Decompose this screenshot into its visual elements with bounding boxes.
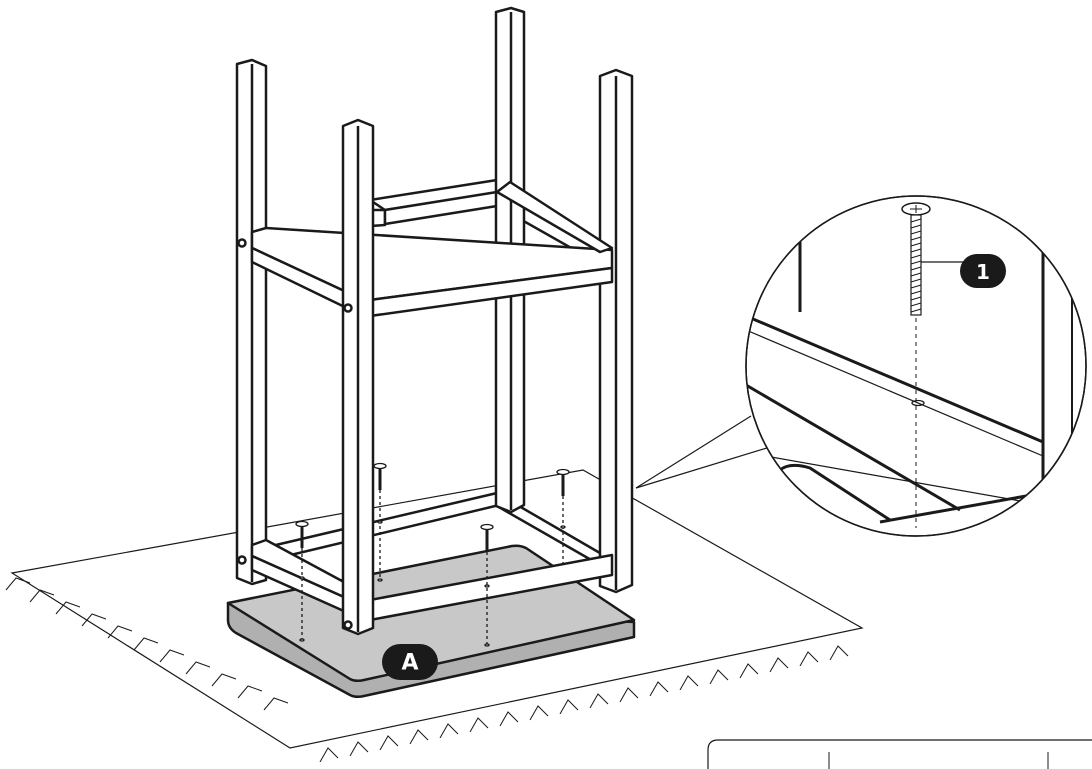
screw-icon bbox=[480, 523, 494, 647]
part-callout-label: A bbox=[401, 651, 418, 676]
floor-hatch-bottom bbox=[319, 645, 849, 763]
screw-icon bbox=[373, 462, 387, 582]
screws-group bbox=[295, 462, 570, 647]
screw-icon bbox=[556, 468, 570, 565]
stool-frame bbox=[235, 6, 634, 636]
parts-table-partial bbox=[707, 739, 1092, 769]
screw-icon bbox=[295, 520, 309, 642]
part-callout-badge: A bbox=[382, 644, 438, 680]
step-callout-label: 1 bbox=[976, 260, 990, 284]
step-callout-badge: 1 bbox=[960, 254, 1006, 288]
floor-hatch-left bbox=[5, 577, 289, 711]
zoom-pointer bbox=[635, 415, 771, 489]
detail-zoom-circle bbox=[745, 195, 1087, 537]
